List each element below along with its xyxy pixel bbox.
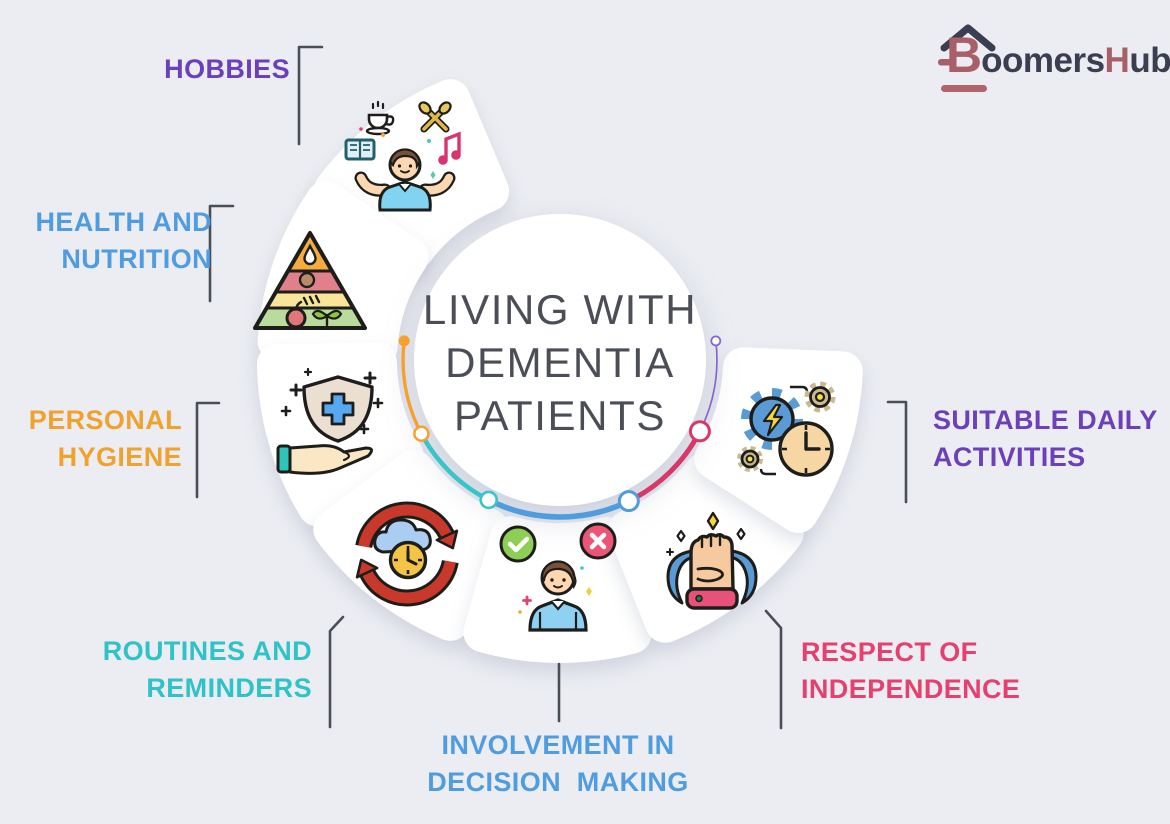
- respect-label-line2: INDEPENDENCE: [801, 674, 1021, 704]
- health-label-line2: NUTRITION: [61, 244, 212, 274]
- raised-fist-icon: [666, 511, 758, 610]
- title-line2: DEMENTIA: [445, 339, 675, 386]
- decision-check-cross-icon: [499, 522, 617, 632]
- arc-node-orange-teal: [413, 425, 430, 442]
- routines-connector-line: [328, 615, 345, 729]
- arc-node-blue-pink: [617, 490, 640, 513]
- logo-text-oomers: oomers: [981, 41, 1105, 80]
- arc-node-start: [398, 335, 410, 347]
- gears-clock-icon: [737, 381, 836, 477]
- activities-connector-line: [886, 400, 908, 504]
- suitable-daily-activities-label: SUITABLE DAILY ACTIVITIES: [933, 402, 1169, 476]
- hobbies-label-line1: HOBBIES: [164, 54, 290, 84]
- involvement-in-decision-making-label: INVOLVEMENT IN DECISION MAKING: [388, 727, 728, 801]
- routines-label-line1: ROUTINES AND: [102, 636, 312, 666]
- connector-lines: [195, 45, 908, 730]
- house-roof-icon: [940, 24, 996, 52]
- hobbies-connector-line: [297, 45, 324, 146]
- hygiene-label-line2: HYGIENE: [57, 442, 182, 472]
- routines-and-reminders-label: ROUTINES AND REMINDERS: [32, 633, 312, 707]
- logo-underline: [941, 85, 987, 92]
- routines-label-line2: REMINDERS: [146, 673, 312, 703]
- arc-node-pink-purple: [688, 420, 711, 443]
- coffee-cup-glyph: [365, 100, 395, 136]
- arc-teal: [419, 432, 490, 502]
- logo-text-ub: ub: [1129, 41, 1170, 80]
- hygiene-connector-line: [195, 401, 221, 499]
- health-label-line1: HEALTH AND: [35, 207, 212, 237]
- shield-hand-icon: [276, 367, 384, 475]
- page-title: LIVING WITH DEMENTIA PATIENTS: [408, 283, 712, 442]
- personal-hygiene-label: PERSONAL HYGIENE: [0, 402, 182, 476]
- arc-node-teal-blue: [479, 490, 499, 510]
- title-line1: LIVING WITH: [422, 286, 698, 333]
- respect-label-line1: RESPECT OF: [801, 637, 978, 667]
- center-circle: [414, 214, 706, 506]
- hobbies-label: HOBBIES: [40, 51, 290, 88]
- progress-arc: [398, 335, 722, 520]
- health-connector-line: [208, 204, 235, 303]
- logo-letter-b: B: [946, 27, 982, 83]
- crossed-utensils-glyph: [418, 101, 452, 133]
- open-book-glyph: [344, 138, 376, 161]
- food-pyramid-icon: [253, 231, 367, 330]
- activities-label-line2: ACTIVITIES: [933, 442, 1086, 472]
- hygiene-label-line1: PERSONAL: [28, 405, 182, 435]
- logo-b-arm: [938, 59, 953, 66]
- activities-label-line1: SUITABLE DAILY: [933, 405, 1158, 435]
- person-open-arms: [354, 148, 456, 212]
- respect-connector-line: [764, 609, 783, 730]
- health-and-nutrition-label: HEALTH AND NUTRITION: [0, 204, 212, 278]
- logo-letter-h: H: [1104, 41, 1130, 80]
- respect-of-independence-label: RESPECT OF INDEPENDENCE: [801, 634, 1161, 708]
- title-line3: PATIENTS: [454, 392, 666, 439]
- arc-orange: [401, 340, 423, 435]
- music-note-glyph: [438, 131, 461, 165]
- logo-graphics: [938, 24, 996, 92]
- arc-node-end: [710, 335, 722, 347]
- cycle-clock-icon: [355, 501, 459, 607]
- involvement-label-line2: DECISION MAKING: [427, 767, 689, 797]
- involvement-label-line1: INVOLVEMENT IN: [441, 730, 675, 760]
- arc-blue: [487, 497, 631, 520]
- hobbies-person-icon: [344, 100, 461, 212]
